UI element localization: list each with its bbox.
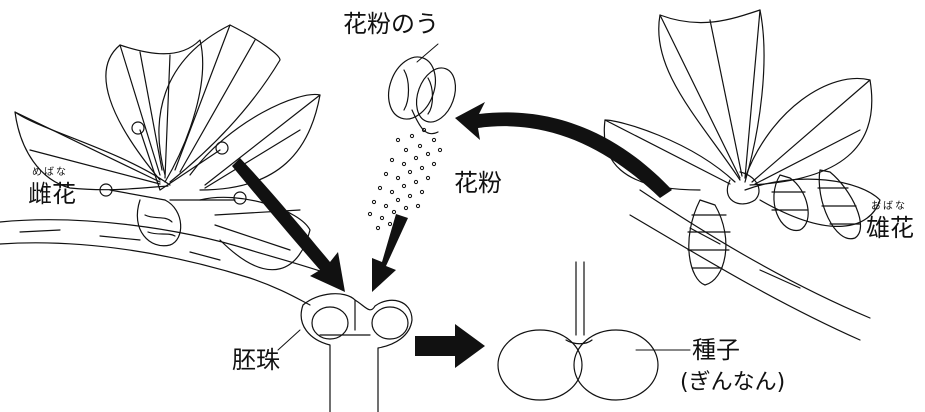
arrow-ovule-to-seed	[415, 324, 485, 368]
ovule-label: 胚珠	[232, 348, 280, 372]
pollen-grains	[368, 128, 441, 229]
pollen-sac-illustration	[380, 44, 462, 134]
seed-label: 種子	[692, 338, 740, 362]
ovule-illustration	[278, 294, 412, 412]
seed-illustration	[498, 262, 690, 400]
arrow-female-to-ovule	[232, 158, 345, 292]
pollen-sac-label: 花粉のう	[343, 12, 439, 36]
female-branch-illustration	[0, 25, 340, 305]
female-flower-label: 雌花	[28, 182, 76, 206]
male-flower-reading: おばな	[871, 202, 907, 212]
pollen-label: 花粉	[454, 171, 502, 195]
male-flower-label: 雄花	[866, 216, 914, 240]
seed-common-name-label: (ぎんなん)	[680, 372, 785, 394]
female-flower-reading: めばな	[32, 168, 68, 178]
